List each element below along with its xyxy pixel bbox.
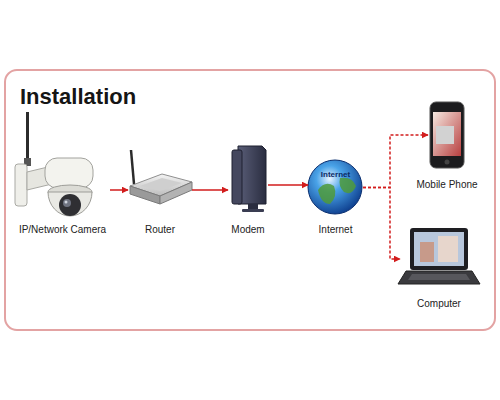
globe-illustration: [308, 160, 362, 214]
device-label: IP/Network Camera: [19, 224, 106, 235]
arrow: [268, 184, 308, 186]
device-node: IP/Network Camera: [15, 150, 110, 230]
arrow: [192, 189, 228, 191]
device-node: Computer: [400, 228, 478, 290]
router-illustration: [130, 150, 192, 204]
device-node: Mobile Phone: [428, 100, 466, 170]
arrow: [110, 189, 128, 191]
camera-illustration: [15, 112, 93, 216]
laptop-illustration: [398, 228, 480, 284]
device-node: Modem: [228, 145, 268, 210]
diagram-title: Installation: [20, 84, 136, 110]
device-label: Mobile Phone: [416, 179, 477, 190]
device-label: Router: [145, 224, 175, 235]
phone-illustration: [430, 102, 464, 168]
device-node: Router: [128, 170, 192, 210]
panel-border: [5, 70, 495, 330]
dashed-arrow: [363, 188, 400, 260]
device-label: Internet: [319, 224, 353, 235]
device-node: InternetInternet: [308, 160, 363, 215]
device-label: Computer: [417, 298, 461, 309]
modem-illustration: [232, 146, 266, 212]
device-label: Modem: [231, 224, 264, 235]
globe-text: Internet: [321, 170, 350, 179]
